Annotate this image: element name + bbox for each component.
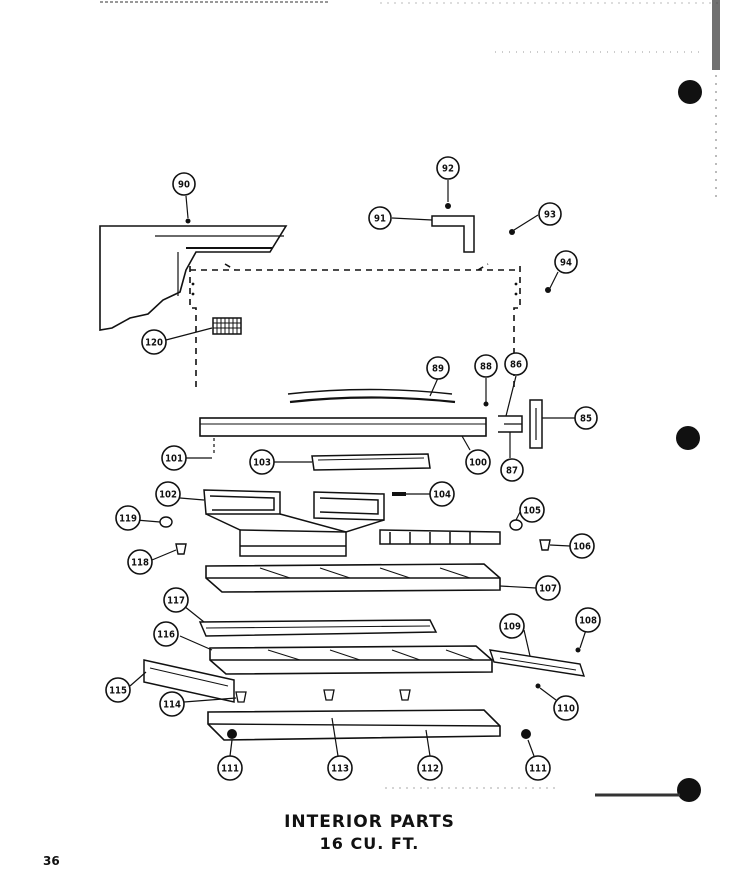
callout-111-right: 111 <box>525 755 551 781</box>
callout-106: 106 <box>569 533 595 559</box>
hinge-bracket <box>185 203 551 293</box>
svg-text:118: 118 <box>131 558 149 569</box>
callout-105: 105 <box>519 497 545 523</box>
shelf-rail-109 <box>488 647 586 689</box>
svg-text:85: 85 <box>580 414 592 425</box>
callout-120: 120 <box>141 329 167 355</box>
svg-text:115: 115 <box>109 686 127 697</box>
callout-103: 103 <box>249 449 275 475</box>
callout-91: 91 <box>368 206 392 230</box>
crisper-cover-frame <box>199 417 487 454</box>
svg-text:106: 106 <box>573 542 591 553</box>
svg-text:94: 94 <box>560 258 572 269</box>
svg-text:92: 92 <box>442 164 454 175</box>
callout-108: 108 <box>575 607 601 633</box>
callout-112: 112 <box>417 755 443 781</box>
callout-118: 118 <box>127 549 153 575</box>
vent-grille <box>212 317 242 335</box>
glass-shelf-116 <box>209 645 493 675</box>
callout-87: 87 <box>500 458 524 482</box>
svg-text:103: 103 <box>253 458 271 469</box>
callout-93: 93 <box>538 202 562 226</box>
svg-text:111: 111 <box>529 764 547 775</box>
binder-hole <box>678 80 702 104</box>
svg-text:119: 119 <box>119 514 137 525</box>
svg-text:102: 102 <box>159 490 177 501</box>
svg-text:114: 114 <box>163 700 181 711</box>
svg-text:93: 93 <box>544 210 556 221</box>
svg-text:116: 116 <box>157 630 175 641</box>
svg-text:105: 105 <box>523 506 541 517</box>
cabinet-wall <box>99 225 288 331</box>
callout-111-left: 111 <box>217 755 243 781</box>
svg-text:117: 117 <box>167 596 185 607</box>
scan-artifacts <box>100 0 720 802</box>
svg-text:104: 104 <box>433 490 451 501</box>
shelf-trim-117 <box>198 619 438 637</box>
callout-115: 115 <box>105 677 131 703</box>
svg-text:110: 110 <box>557 704 575 715</box>
callout-89: 89 <box>426 356 450 380</box>
callout-109: 109 <box>499 613 525 639</box>
callout-101: 101 <box>161 445 187 471</box>
shelf-supports <box>159 516 551 555</box>
callout-110: 110 <box>553 695 579 721</box>
svg-text:88: 88 <box>480 362 492 373</box>
svg-text:90: 90 <box>178 180 190 191</box>
callout-102: 102 <box>155 481 181 507</box>
callout-116: 116 <box>153 621 179 647</box>
svg-text:86: 86 <box>510 360 522 371</box>
svg-text:100: 100 <box>469 458 487 469</box>
callout-117: 117 <box>163 587 189 613</box>
svg-text:120: 120 <box>145 338 163 349</box>
bottom-shelf <box>207 709 501 741</box>
callout-85: 85 <box>574 406 598 430</box>
shelf-rollers <box>227 729 531 739</box>
callout-88: 88 <box>474 354 498 378</box>
svg-text:89: 89 <box>432 364 444 375</box>
callout-107: 107 <box>535 575 561 601</box>
diagram-subtitle: 16 CU. FT. <box>319 834 420 853</box>
wire-shelf <box>203 489 501 557</box>
liner-outline <box>189 263 521 390</box>
callout-90: 90 <box>172 172 196 196</box>
trim-strip <box>287 388 456 404</box>
svg-text:87: 87 <box>506 466 518 477</box>
glass-shelf-107 <box>205 563 501 593</box>
callout-113: 113 <box>327 755 353 781</box>
svg-text:109: 109 <box>503 622 521 633</box>
callout-94: 94 <box>554 250 578 274</box>
clip <box>392 492 406 496</box>
callout-86: 86 <box>504 352 528 376</box>
diagram-title: INTERIOR PARTS <box>284 812 455 832</box>
clips-114 <box>235 689 411 703</box>
shelf-channel <box>311 453 431 471</box>
callout-92: 92 <box>436 156 460 180</box>
svg-text:108: 108 <box>579 616 597 627</box>
page-number: 36 <box>43 854 60 868</box>
callout-119: 119 <box>115 505 141 531</box>
mullion-bracket <box>483 399 543 449</box>
leader-lines <box>129 180 587 757</box>
svg-text:112: 112 <box>421 764 439 775</box>
svg-text:91: 91 <box>374 214 386 225</box>
svg-text:111: 111 <box>221 764 239 775</box>
binder-hole <box>676 426 700 450</box>
svg-text:101: 101 <box>165 454 183 465</box>
svg-text:113: 113 <box>331 764 349 775</box>
callout-100: 100 <box>465 449 491 475</box>
binder-hole <box>677 778 701 802</box>
callout-104: 104 <box>429 481 455 507</box>
callout-114: 114 <box>159 691 185 717</box>
shelf-end-115 <box>143 659 235 703</box>
svg-text:107: 107 <box>539 584 557 595</box>
